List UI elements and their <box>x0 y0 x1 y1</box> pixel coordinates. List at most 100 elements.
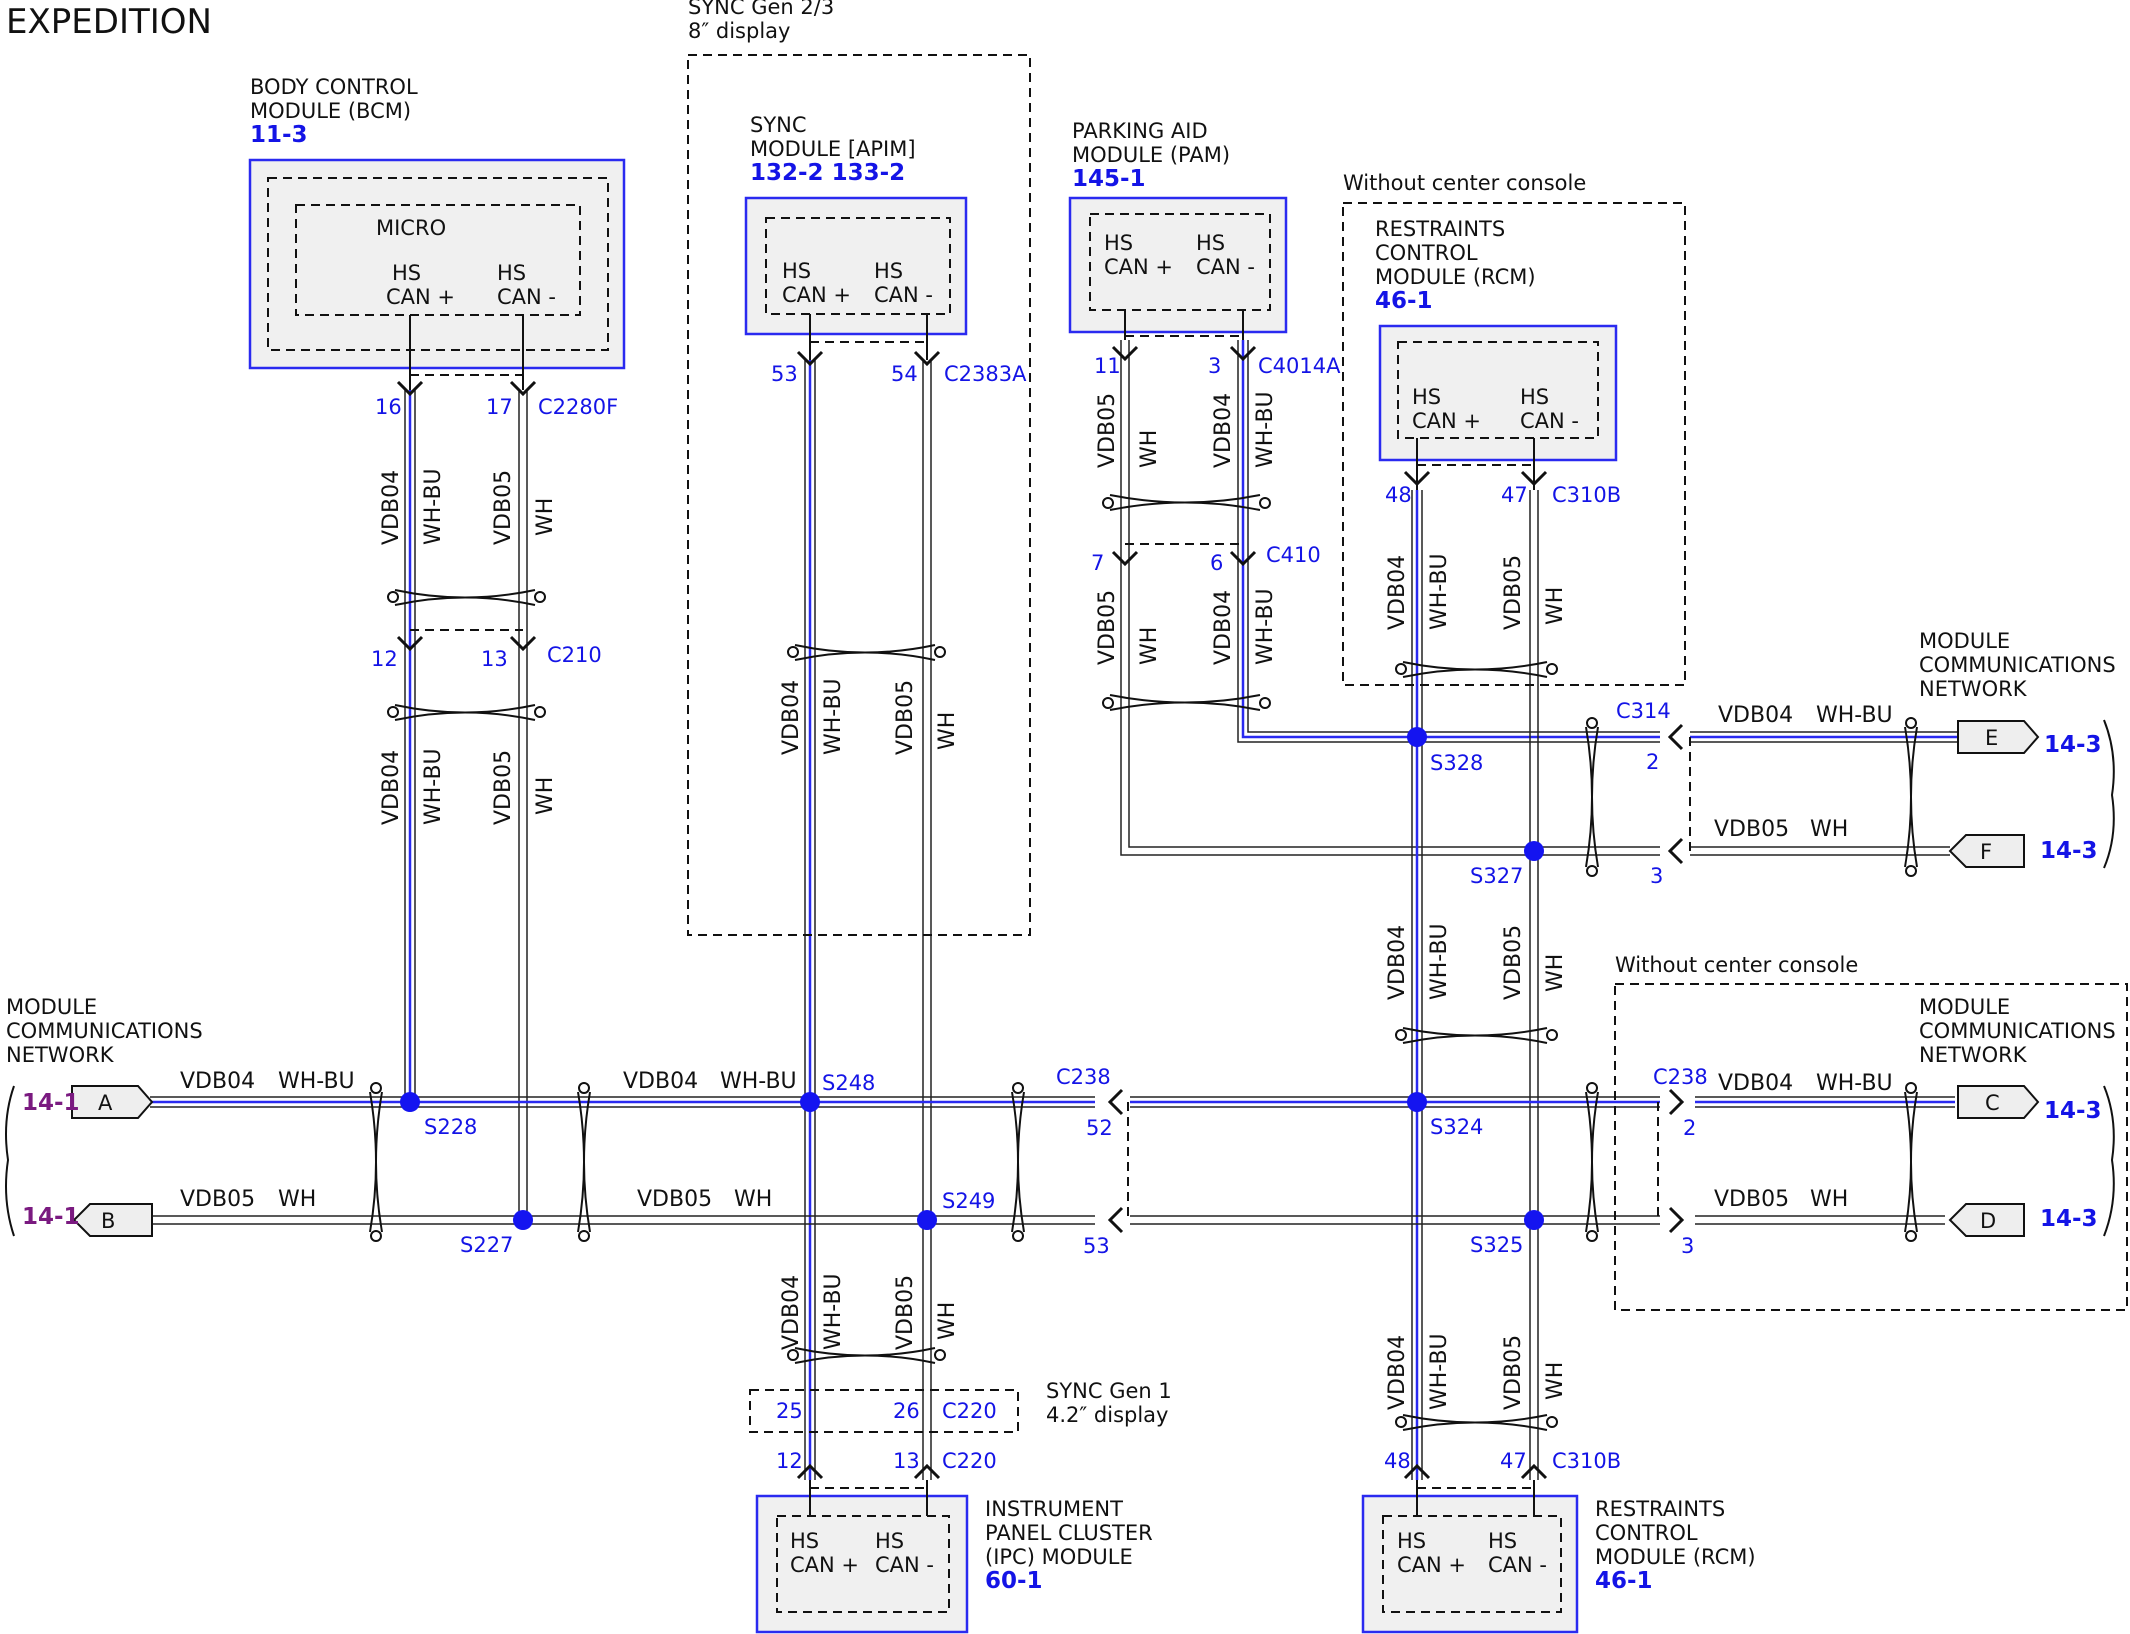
connector-arrows <box>396 335 1691 1489</box>
svg-text:VDB04: VDB04 <box>1211 393 1236 468</box>
svg-text:WH: WH <box>1810 1187 1848 1212</box>
svg-text:VDB05: VDB05 <box>491 750 516 825</box>
right-bot-brace <box>2103 1085 2115 1237</box>
svg-text:VDB05: VDB05 <box>1714 817 1789 842</box>
svg-text:13: 13 <box>893 1449 920 1473</box>
left-brace <box>5 1085 15 1237</box>
rcm-bot-name: RESTRAINTS <box>1595 1497 1725 1521</box>
pam-name: PARKING AID <box>1072 119 1208 143</box>
svg-text:WH: WH <box>1137 627 1162 665</box>
sync-gen23-group <box>687 54 1031 936</box>
svg-text:3: 3 <box>1208 354 1221 378</box>
svg-text:HS: HS <box>1412 385 1441 409</box>
svg-text:WH-BU: WH-BU <box>821 1273 846 1350</box>
svg-text:S248: S248 <box>822 1071 875 1095</box>
svg-text:WH: WH <box>935 1302 960 1340</box>
ipc-name-2: PANEL CLUSTER <box>985 1521 1153 1545</box>
svg-text:VDB05: VDB05 <box>1501 1335 1526 1410</box>
right-top-network-label-2: COMMUNICATIONS <box>1919 653 2116 677</box>
svg-text:CAN +: CAN + <box>1104 255 1173 279</box>
svg-text:CAN -: CAN - <box>874 283 933 307</box>
connector-b[interactable]: B <box>72 1203 153 1237</box>
ref-a[interactable]: 14-1 <box>22 1090 80 1116</box>
left-network-label-3: NETWORK <box>6 1043 115 1067</box>
svg-text:VDB04: VDB04 <box>779 680 804 755</box>
svg-text:VDB04: VDB04 <box>779 1275 804 1350</box>
svg-text:C220: C220 <box>942 1399 997 1423</box>
ref-b[interactable]: 14-1 <box>22 1204 80 1230</box>
bcm-module: MICRO HS CAN + HS CAN - <box>248 158 626 390</box>
svg-text:7: 7 <box>1091 551 1104 575</box>
ref-e[interactable]: 14-3 <box>2044 732 2102 758</box>
connector-e[interactable]: E <box>1957 720 2040 754</box>
splice-s324 <box>1407 1092 1427 1112</box>
svg-text:C238: C238 <box>1653 1065 1708 1089</box>
svg-text:54: 54 <box>891 362 918 386</box>
rcm-bot-name-2: CONTROL <box>1595 1521 1698 1545</box>
svg-text:53: 53 <box>771 362 798 386</box>
rcm-top-ref[interactable]: 46-1 <box>1375 288 1433 314</box>
svg-text:53: 53 <box>1083 1234 1110 1258</box>
bcm-ref[interactable]: 11-3 <box>250 122 308 148</box>
left-network-label: MODULE <box>6 995 97 1019</box>
ipc-ref[interactable]: 60-1 <box>985 1568 1043 1594</box>
svg-text:WH-BU: WH-BU <box>421 468 446 545</box>
right-top-network-label-3: NETWORK <box>1919 677 2028 701</box>
svg-text:VDB05: VDB05 <box>180 1187 255 1212</box>
svg-text:CAN +: CAN + <box>782 283 851 307</box>
rcm-bot-ref[interactable]: 46-1 <box>1595 1568 1653 1594</box>
svg-text:VDB04: VDB04 <box>1385 925 1410 1000</box>
svg-text:C2280F: C2280F <box>538 395 618 419</box>
connector-c[interactable]: C <box>1957 1085 2040 1119</box>
svg-text:HS: HS <box>790 1529 819 1553</box>
svg-text:WH: WH <box>1810 817 1848 842</box>
apim-name-2: MODULE [APIM] <box>750 137 916 161</box>
svg-text:16: 16 <box>375 395 402 419</box>
sync-gen23-label: SYNC Gen 2/3 <box>688 0 834 19</box>
svg-text:VDB04: VDB04 <box>1385 555 1410 630</box>
svg-text:S328: S328 <box>1430 751 1483 775</box>
svg-text:HS: HS <box>875 1529 904 1553</box>
wire-f-stub <box>1690 846 1950 856</box>
svg-text:S227: S227 <box>460 1233 513 1257</box>
connector-labels: 16 17 C2280F 12 13 C210 53 54 C2383A 11 … <box>371 354 1708 1473</box>
right-top-network-label: MODULE <box>1919 629 2010 653</box>
pam-ref[interactable]: 145-1 <box>1072 166 1146 192</box>
wire-apim-can-lo <box>922 360 932 1480</box>
connector-f[interactable]: F <box>1948 834 2025 868</box>
ref-c[interactable]: 14-3 <box>2044 1098 2102 1124</box>
twist-markers <box>369 494 1918 1431</box>
rcm-top-group <box>1342 202 1686 686</box>
ref-f[interactable]: 14-3 <box>2040 838 2098 864</box>
svg-text:C2383A: C2383A <box>944 362 1027 386</box>
connector-d[interactable]: D <box>1948 1203 2025 1237</box>
svg-text:C310B: C310B <box>1552 483 1621 507</box>
svg-text:48: 48 <box>1384 1449 1411 1473</box>
svg-text:CAN +: CAN + <box>1412 409 1481 433</box>
svg-text:WH-BU: WH-BU <box>1427 923 1452 1000</box>
svg-text:48: 48 <box>1385 483 1412 507</box>
svg-text:WH: WH <box>533 498 558 536</box>
svg-text:D: D <box>1980 1209 1996 1233</box>
apim-ref[interactable]: 132-2 133-2 <box>750 160 905 186</box>
bcm-name: BODY CONTROL <box>250 75 418 99</box>
svg-text:CAN -: CAN - <box>497 285 556 309</box>
svg-text:WH: WH <box>734 1187 772 1212</box>
connector-a[interactable]: A <box>71 1085 154 1119</box>
wire-bus-can-hi <box>150 1096 1955 1108</box>
splice-s328 <box>1407 727 1427 747</box>
rcm-top-name-3: MODULE (RCM) <box>1375 265 1536 289</box>
sync-gen23-label-2: 8″ display <box>688 19 790 43</box>
ref-d[interactable]: 14-3 <box>2040 1206 2098 1232</box>
svg-text:13: 13 <box>481 647 508 671</box>
svg-text:HS: HS <box>1104 231 1133 255</box>
svg-text:WH-BU: WH-BU <box>1427 553 1452 630</box>
svg-text:HS: HS <box>1196 231 1225 255</box>
pam-module: HS CAN + HS CAN - <box>1068 196 1288 340</box>
svg-text:HS: HS <box>392 261 421 285</box>
rcm-top-module: HS CAN + HS CAN - <box>1378 324 1618 490</box>
svg-text:VDB05: VDB05 <box>893 680 918 755</box>
svg-text:F: F <box>1980 840 1992 864</box>
wire-rcm-can-lo <box>1529 490 1539 1480</box>
svg-text:WH: WH <box>1137 430 1162 468</box>
